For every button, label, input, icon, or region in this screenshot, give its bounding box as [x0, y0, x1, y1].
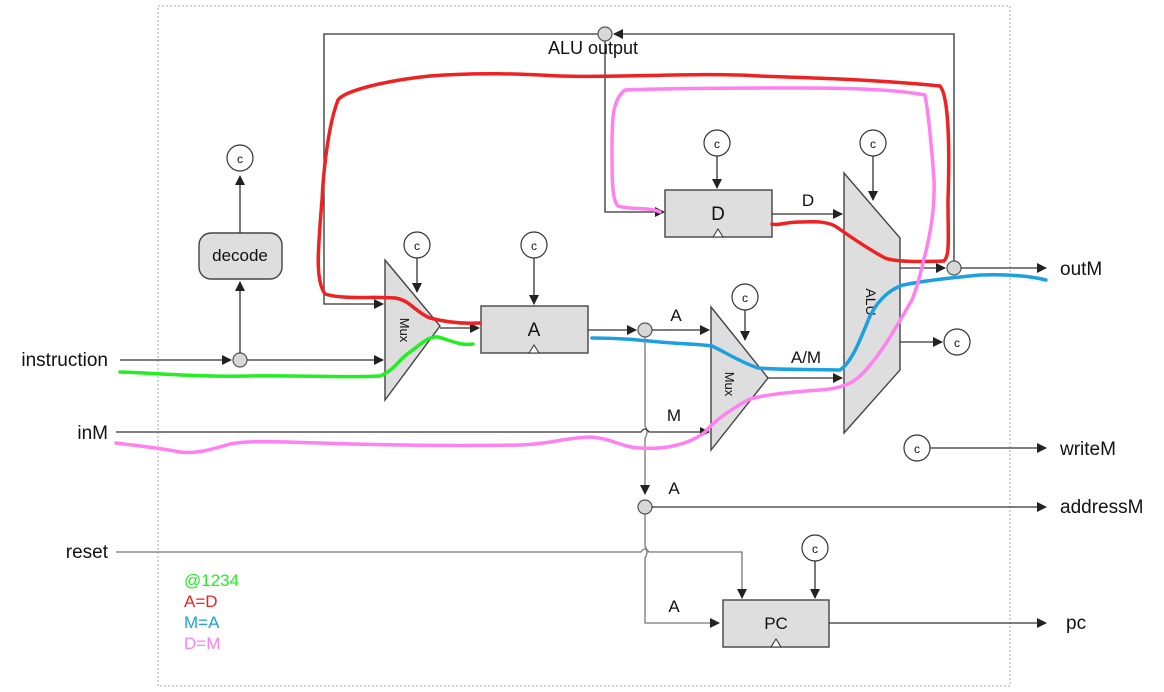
clock-triangle-icon [528, 344, 540, 354]
reset-wire [116, 548, 747, 599]
control-label: c [812, 542, 818, 556]
m-wire-label: M [667, 406, 681, 425]
highlight-path-red [316, 71, 951, 325]
control-bit-icon [226, 144, 254, 172]
legend: @1234 A=D M=A D=M [184, 570, 239, 654]
alu-output-junction [597, 26, 613, 42]
control-label: c [714, 137, 720, 151]
addressM-label: addressM [1060, 497, 1143, 518]
a-address-label: A [668, 479, 680, 498]
highlight-path-pink [114, 86, 936, 455]
alu-block [843, 171, 901, 435]
outM-label: outM [1060, 259, 1102, 280]
pc-label: pc [1066, 613, 1086, 634]
control-label: c [914, 442, 920, 456]
a-to-address-wire [640, 337, 650, 495]
alu-flags-control-icon [943, 328, 971, 356]
decode-label: decode [212, 246, 268, 265]
clock-triangle-icon [712, 228, 724, 238]
legend-item-red: A=D [184, 592, 218, 611]
control-label: c [531, 239, 537, 253]
reset-label: reset [66, 542, 109, 563]
a-wire-label: A [670, 306, 682, 325]
chip-boundary [157, 5, 1011, 687]
legend-item-blue: M=A [184, 613, 220, 632]
inM-label: inM [77, 423, 108, 444]
control-label: c [414, 239, 420, 253]
d-wire-label: D [802, 191, 814, 210]
legend-item-pink: D=M [184, 634, 221, 653]
alu-feedback-wire [613, 29, 955, 268]
mux1-label: Mux [397, 318, 412, 343]
control-label: c [237, 152, 243, 166]
control-label: c [870, 137, 876, 151]
instruction-junction [232, 352, 248, 368]
highlight-path-blue [590, 273, 1048, 372]
pc-register-label: PC [764, 614, 788, 633]
alu-output-label: ALU output [548, 38, 638, 58]
d-register-label: D [711, 204, 725, 225]
a-register-label: A [528, 320, 541, 341]
outM-junction [946, 260, 962, 276]
mux2-block [710, 305, 769, 453]
a-to-pc-wire [644, 514, 720, 628]
am-wire-label: A/M [791, 348, 821, 367]
highlight-path-green [118, 335, 475, 379]
writeM-label: writeM [1059, 439, 1116, 460]
feedback-to-d-wire [604, 34, 665, 217]
a-output-junction [637, 322, 653, 338]
mux1-block [384, 258, 441, 403]
clock-triangle-icon [770, 638, 782, 648]
control-label: c [954, 336, 960, 350]
mux2-label: Mux [722, 372, 737, 397]
control-label: c [742, 291, 748, 305]
inM-wire [116, 427, 710, 437]
legend-item-green: @1234 [184, 571, 240, 590]
address-junction [637, 499, 653, 515]
instruction-label: instruction [21, 350, 108, 371]
a-pc-label: A [668, 597, 680, 616]
